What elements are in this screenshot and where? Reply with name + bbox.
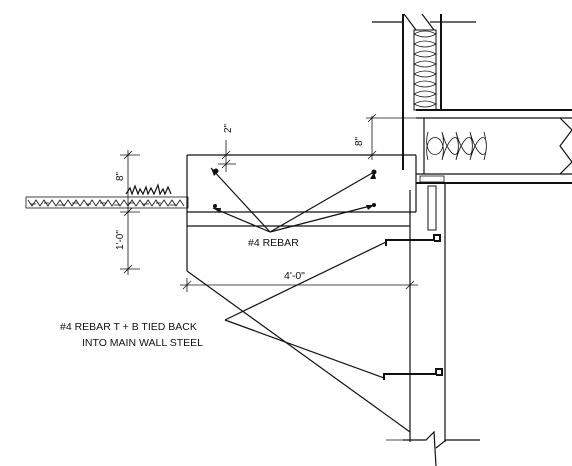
rebar-dot [213,204,217,208]
dim-8in-slab-label: 8" [354,136,365,146]
upper-wall [372,13,476,170]
rebar-tied-back-label-line1: #4 REBAR T + B TIED BACK [60,321,197,333]
wall-insulation [413,30,437,108]
grade-ground [25,183,189,209]
annotations: #4 REBAR #4 REBAR T + B TIED BACK INTO M… [60,123,365,349]
floor-insulation [426,131,487,161]
floor-joist [416,109,572,184]
dim-2in-label: 2" [223,123,234,133]
dimension-lines [120,113,418,292]
dim-8in-side-label: 8" [115,171,126,181]
dim-1ft-label: 1'-0" [115,230,126,250]
rebar-tied-back-label-line2: INTO MAIN WALL STEEL [82,337,203,349]
ledge-rebar [210,167,377,233]
dim-4ft-label: 4'-0" [284,270,305,282]
wall-rebar-hooks [224,234,443,380]
rebar-label: #4 REBAR [248,237,299,249]
concrete-ledge [186,154,480,466]
